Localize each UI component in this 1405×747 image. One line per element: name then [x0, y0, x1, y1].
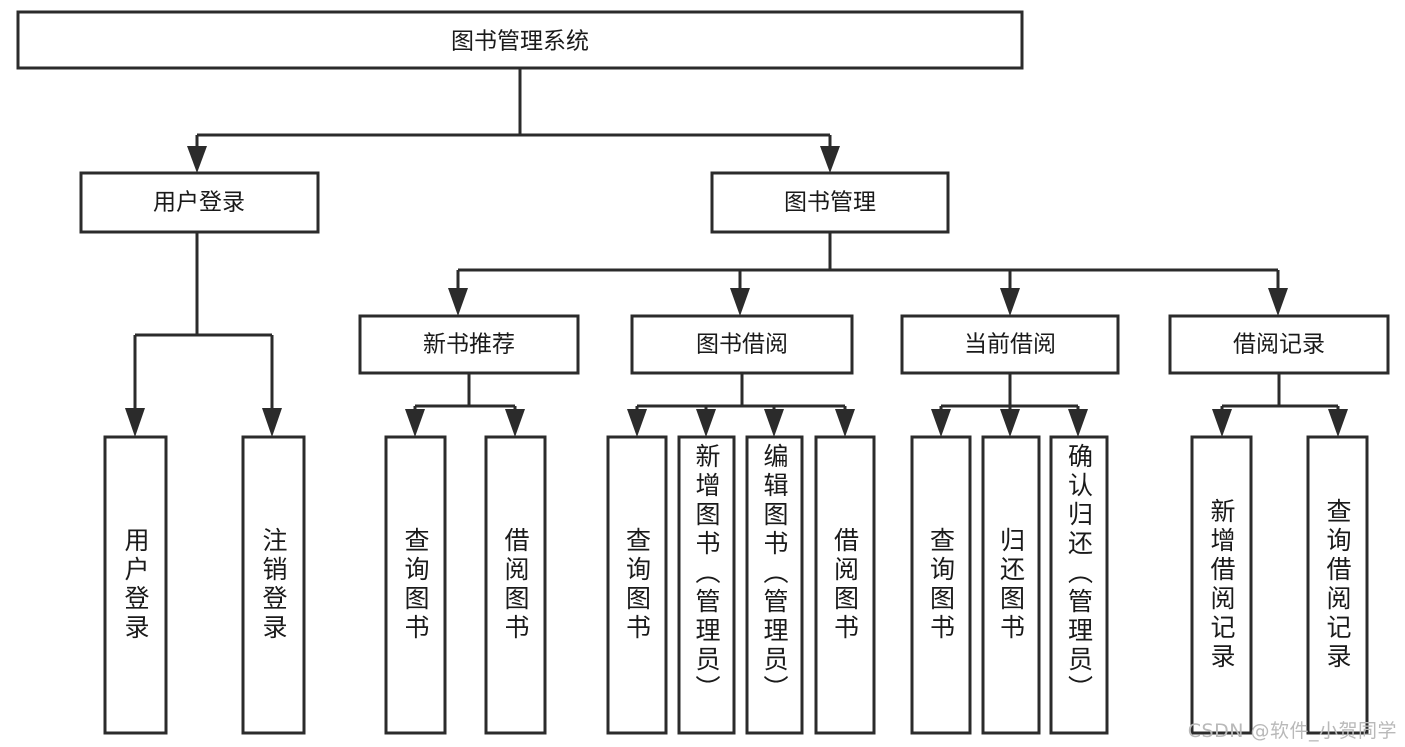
node-root-label: 图书管理系统 — [451, 29, 589, 55]
node-user-login-box[interactable] — [79, 171, 320, 234]
arrowhead-leaf-query-book-2 — [627, 409, 647, 437]
node-leaf-confirm-return-box[interactable] — [1049, 435, 1109, 735]
arrowhead-leaf-user-login — [125, 408, 145, 437]
node-borrow-record-box[interactable] — [1168, 314, 1390, 375]
node-user-login-label: 用户登录 — [153, 190, 245, 216]
node-book-manage-label: 图书管理 — [784, 190, 876, 216]
node-book-manage-box[interactable] — [710, 171, 950, 234]
arrowhead-book-manage — [820, 146, 840, 173]
node-new-book-rec-box[interactable] — [358, 314, 580, 375]
connector-layer — [125, 68, 1348, 437]
arrowhead-leaf-logout — [262, 408, 282, 437]
node-user-login[interactable]: 用户登录 — [79, 171, 320, 234]
arrowhead-book-borrow — [730, 288, 750, 316]
node-borrow-record[interactable]: 借阅记录 — [1168, 314, 1390, 375]
arrowhead-leaf-confirm-return — [1068, 409, 1088, 437]
arrowhead-leaf-borrow-book-1 — [505, 409, 525, 437]
node-leaf-add-book-box[interactable] — [677, 435, 736, 735]
node-layer: 图书管理系统 用户登录 图书管理 新书推荐 图书借阅 — [16, 10, 1390, 735]
node-leaf-edit-book-box[interactable] — [745, 435, 804, 735]
node-current-borrow-label: 当前借阅 — [964, 332, 1056, 358]
node-book-borrow-label: 图书借阅 — [696, 332, 788, 358]
node-new-book-rec-label: 新书推荐 — [423, 332, 515, 358]
node-leaf-query-record-box[interactable] — [1306, 435, 1369, 735]
node-leaf-user-login-box[interactable] — [103, 435, 168, 735]
node-leaf-query-book-3-box[interactable] — [910, 435, 972, 735]
node-current-borrow[interactable]: 当前借阅 — [900, 314, 1120, 375]
arrowhead-user-login — [187, 146, 207, 173]
arrowhead-leaf-query-book-3 — [931, 409, 951, 437]
node-current-borrow-box[interactable] — [900, 314, 1120, 375]
node-leaf-return-book-box[interactable] — [981, 435, 1041, 735]
node-leaf-add-record-box[interactable] — [1190, 435, 1253, 735]
arrowhead-leaf-edit-book — [764, 409, 784, 437]
node-leaf-borrow-book-2-box[interactable] — [814, 435, 876, 735]
arrowhead-leaf-add-book — [696, 409, 716, 437]
arrowhead-new-book-rec — [448, 288, 468, 316]
arrowhead-leaf-query-record — [1328, 409, 1348, 437]
arrowhead-leaf-return-book — [1000, 409, 1020, 437]
arrowhead-leaf-add-record — [1212, 409, 1232, 437]
arrowhead-leaf-query-book-1 — [405, 409, 425, 437]
node-root[interactable]: 图书管理系统 — [16, 10, 1024, 70]
watermark-text: CSDN @软件_小贺同学 — [1187, 720, 1397, 742]
arrowhead-leaf-borrow-book-2 — [835, 409, 855, 437]
node-book-manage[interactable]: 图书管理 — [710, 171, 950, 234]
node-leaf-borrow-book-1-box[interactable] — [484, 435, 547, 735]
node-leaf-query-book-1-box[interactable] — [384, 435, 447, 735]
node-leaf-logout-box[interactable] — [241, 435, 306, 735]
arrowhead-borrow-record — [1268, 288, 1288, 316]
node-leaf-query-book-2-box[interactable] — [606, 435, 668, 735]
arrowhead-current-borrow — [1000, 288, 1020, 316]
node-root-box[interactable] — [16, 10, 1024, 70]
node-book-borrow[interactable]: 图书借阅 — [630, 314, 854, 375]
node-borrow-record-label: 借阅记录 — [1233, 332, 1325, 358]
node-new-book-rec[interactable]: 新书推荐 — [358, 314, 580, 375]
node-book-borrow-box[interactable] — [630, 314, 854, 375]
